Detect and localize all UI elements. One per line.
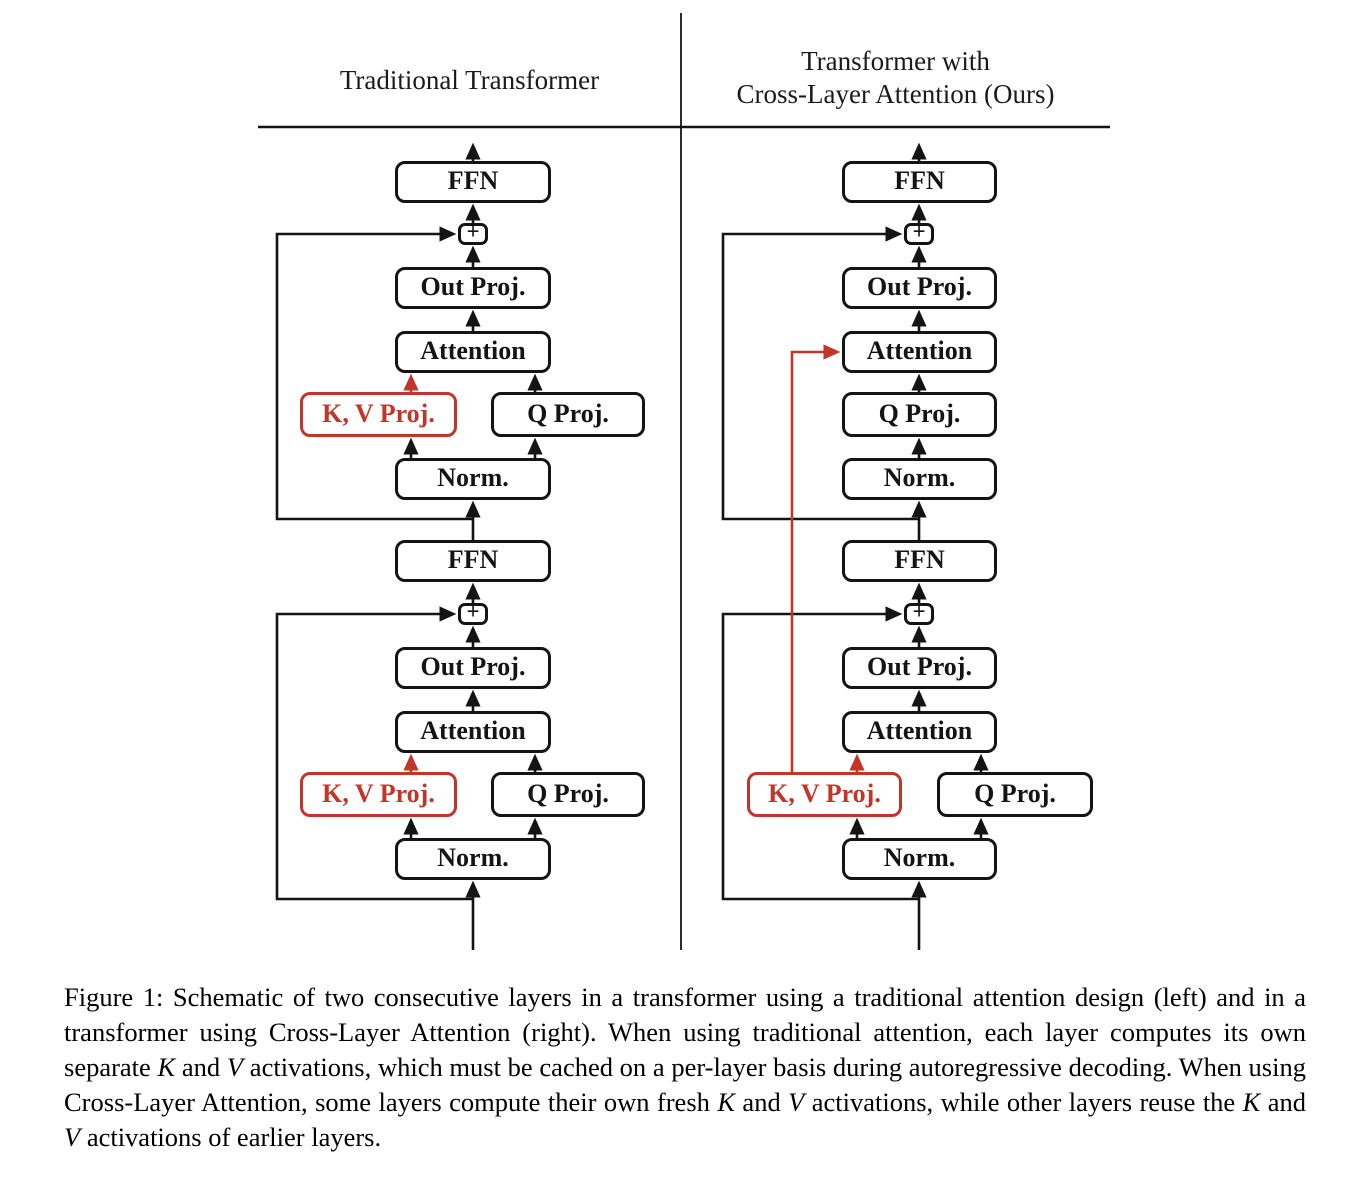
panel-title-text: Cross-Layer Attention (Ours) <box>736 79 1055 109</box>
ffn-block: FFN <box>395 161 551 203</box>
caption-math-v: V <box>226 1052 244 1082</box>
ffn-block: FFN <box>842 540 997 582</box>
residual-skip-line <box>721 226 919 521</box>
attention-block: Attention <box>395 331 551 373</box>
q-proj-block: Q Proj. <box>937 772 1093 817</box>
ffn-block: FFN <box>842 161 997 203</box>
caption-text: and <box>735 1087 789 1117</box>
caption-math-k: K <box>157 1052 176 1082</box>
norm-block: Norm. <box>842 838 997 880</box>
caption-math-k: K <box>1242 1087 1261 1117</box>
kv-proj-block: K, V Proj. <box>300 772 457 817</box>
q-proj-block: Q Proj. <box>842 392 997 437</box>
residual-add-node: + <box>904 599 934 625</box>
out-proj-block: Out Proj. <box>395 267 551 309</box>
caption-text: and <box>1260 1087 1307 1117</box>
residual-add-node: + <box>458 219 488 245</box>
caption-text: activations, which must be cached on a p… <box>64 1052 1306 1117</box>
residual-add-node: + <box>904 219 934 245</box>
caption-math-v: V <box>788 1087 805 1117</box>
residual-skip-line <box>721 606 919 901</box>
caption-math-k: K <box>717 1087 735 1117</box>
q-proj-block: Q Proj. <box>491 392 645 437</box>
attention-block: Attention <box>395 711 551 753</box>
ffn-block: FFN <box>395 540 551 582</box>
attention-block: Attention <box>842 331 997 373</box>
caption-text: activations of earlier layers. <box>80 1122 382 1152</box>
caption-math-v: V <box>64 1122 81 1152</box>
panel-title-traditional: Traditional Transformer <box>258 44 681 116</box>
norm-block: Norm. <box>842 458 997 500</box>
diagram-connections <box>258 13 1110 950</box>
kv-proj-block: K, V Proj. <box>747 772 902 817</box>
caption-text: Figure 1: Schematic of two consecutive l… <box>64 982 1306 1082</box>
panel-title-text: Transformer with <box>801 46 990 76</box>
panel-title-cross-layer: Transformer with Cross-Layer Attention (… <box>681 40 1110 116</box>
out-proj-block: Out Proj. <box>395 647 551 689</box>
residual-skip-line <box>275 606 473 901</box>
out-proj-block: Out Proj. <box>842 647 997 689</box>
attention-block: Attention <box>842 711 997 753</box>
norm-block: Norm. <box>395 838 551 880</box>
panel-title-text: Traditional Transformer <box>339 64 600 95</box>
figure-caption: Figure 1: Schematic of two consecutive l… <box>64 980 1306 1155</box>
out-proj-block: Out Proj. <box>842 267 997 309</box>
caption-text: and <box>175 1052 227 1082</box>
residual-add-node: + <box>458 599 488 625</box>
cross-layer-kv-reuse-arrow <box>790 344 841 773</box>
kv-proj-block: K, V Proj. <box>300 392 457 437</box>
norm-block: Norm. <box>395 458 551 500</box>
residual-skip-line <box>275 226 473 521</box>
q-proj-block: Q Proj. <box>491 772 645 817</box>
caption-text: activations, while other layers reuse th… <box>804 1087 1243 1117</box>
